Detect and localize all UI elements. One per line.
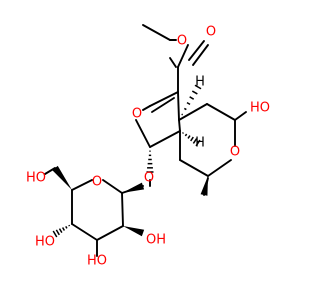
bond-c4-c3-double-b bbox=[151, 97, 175, 113]
wedge-methyl bbox=[200, 176, 208, 196]
bond-c1p-o5p bbox=[102, 179, 123, 194]
ester-carbonyl-o-label: O bbox=[206, 25, 216, 40]
bond-c4-c3-double-a bbox=[149, 91, 179, 107]
pyran-o-label: O bbox=[132, 107, 142, 122]
bond-c7a-c4a bbox=[178, 119, 181, 132]
hash-c1-glyco-o bbox=[146, 150, 154, 173]
bond-c4a-c5 bbox=[178, 103, 208, 121]
bond-o5p-c5p bbox=[71, 179, 93, 191]
bond-c5-c6 bbox=[206, 103, 236, 121]
hemiacetal-hydroxyl-label: HO bbox=[250, 101, 270, 116]
bond-carbonyl-1 bbox=[188, 40, 205, 61]
wedge-c1p-glyco bbox=[122, 182, 145, 193]
hash-h-c7a bbox=[182, 132, 201, 147]
bond-c4p-c3p bbox=[71, 223, 98, 241]
bond-methyl-o-ester bbox=[142, 24, 171, 41]
bond-methyl bbox=[203, 177, 209, 196]
hydroxyl-c2-label: OH bbox=[146, 233, 166, 248]
bond-ch2-oh bbox=[44, 167, 56, 175]
hydroxyl-c4-label: HO bbox=[35, 235, 55, 250]
bond-carbonyl-2 bbox=[192, 44, 209, 66]
bond-c3p-c2p bbox=[96, 225, 124, 241]
bond-layer bbox=[44, 24, 247, 257]
lactol-ring-o-label: O bbox=[230, 145, 240, 160]
bond-o7-c8 bbox=[207, 159, 232, 177]
atom-label-layer: O O O HO O O O HO HO HO OH H H bbox=[26, 25, 270, 269]
glycosidic-o-label: O bbox=[144, 171, 154, 186]
bond-c3-o1 bbox=[142, 105, 151, 111]
h-c4a-label: H bbox=[195, 75, 205, 90]
hydroxyl-c3-label: HO bbox=[87, 254, 107, 269]
bond-c2p-c1p bbox=[121, 192, 124, 227]
wedge-c5p-ch2oh bbox=[52, 165, 72, 190]
bond-ester-c-dangle bbox=[169, 57, 177, 68]
hash-c4p-oh bbox=[52, 224, 71, 238]
sugar-ring-o-label: O bbox=[92, 175, 102, 190]
bond-c8-c7a bbox=[179, 159, 209, 177]
bond-o1-c1 bbox=[135, 119, 151, 148]
bond-c1-c7a bbox=[149, 130, 181, 148]
bond-c6-oh bbox=[234, 111, 247, 121]
wedge-c2p-oh bbox=[123, 226, 145, 237]
bond-c4a-c4 bbox=[177, 91, 180, 121]
ester-ether-o-label: O bbox=[177, 34, 187, 49]
hash-h-c4a bbox=[181, 84, 202, 116]
primary-hydroxyl-label: HO bbox=[26, 171, 46, 186]
bond-ester-c-o-single bbox=[177, 44, 189, 68]
molecule-structure-diagram: O O O HO O O O HO HO HO OH H H bbox=[26, 24, 270, 269]
h-c7a-label: H bbox=[195, 136, 205, 151]
